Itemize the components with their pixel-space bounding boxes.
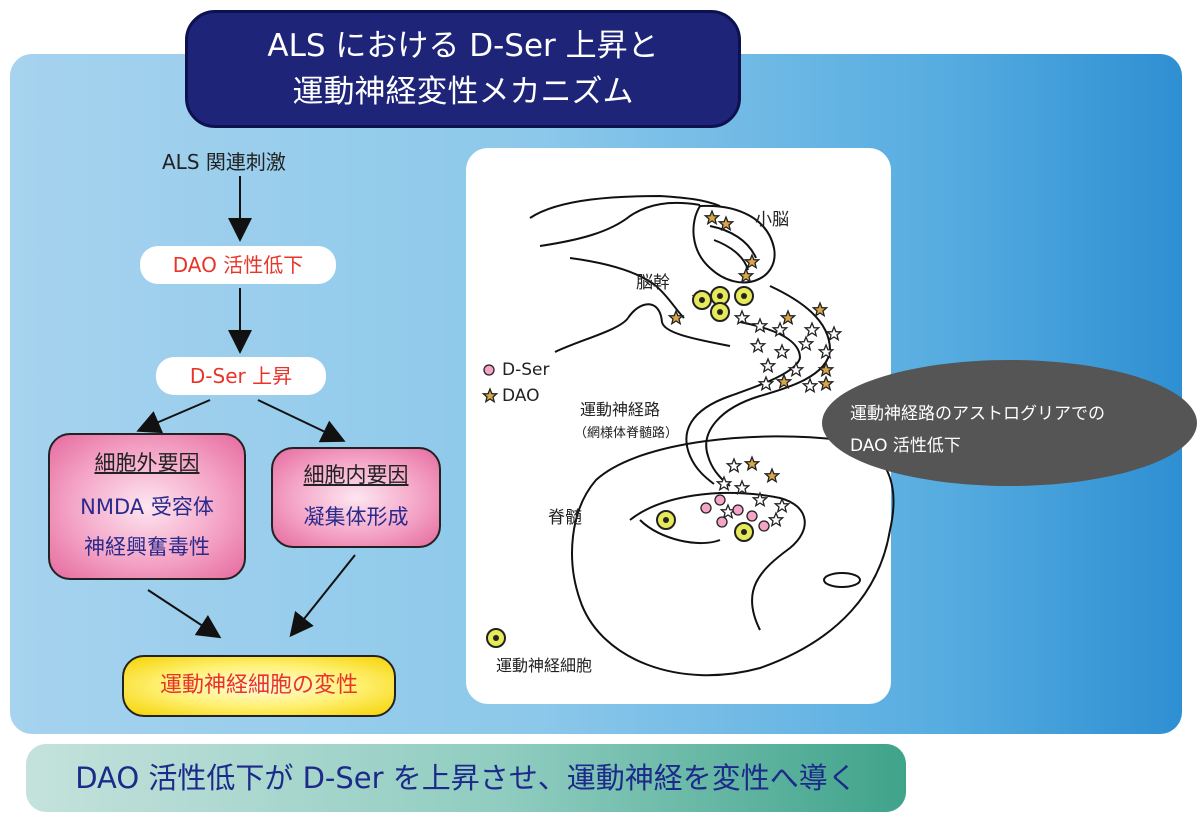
flow-start-label: ALS 関連刺激 — [162, 150, 286, 174]
flow-arrows — [136, 176, 356, 639]
cerebellum-label: 小脳 — [755, 210, 789, 230]
intracellular-line1: 凝集体形成 — [303, 505, 409, 529]
legend-dser-label: D-Ser — [502, 360, 550, 380]
callout-line2: DAO 活性低下 — [850, 436, 961, 456]
astroglia-callout: 運動神経路のアストログリアでの DAO 活性低下 — [822, 360, 1197, 486]
anatomy-panel — [466, 148, 891, 704]
extracellular-factor-box: 細胞外要因 NMDA 受容体 神経興奮毒性 — [48, 433, 246, 580]
legend-dao-label: DAO — [502, 386, 540, 406]
brainstem-label: 脳幹 — [636, 273, 670, 293]
intracellular-factor-box: 細胞内要因 凝集体形成 — [271, 447, 441, 548]
dser-increase-pill: D-Ser 上昇 — [156, 357, 326, 395]
brain-spinal-outline — [529, 194, 895, 677]
legend-dao-marker — [482, 388, 498, 403]
legend-motor-neuron-marker — [486, 628, 506, 648]
reticulospinal-tract-label: （網様体脊髄路） — [574, 426, 679, 441]
motor-tract-label: 運動神経路 — [580, 400, 661, 419]
dao-decrease-pill: DAO 活性低下 — [140, 246, 336, 284]
motor-neuron-degeneration-box: 運動神経細胞の変性 — [122, 655, 396, 717]
extracellular-line1: NMDA 受容体 — [80, 495, 214, 519]
legend-dser-marker — [483, 364, 495, 376]
summary-bar: DAO 活性低下が D-Ser を上昇させ、運動神経を変性へ導く — [26, 744, 906, 812]
extracellular-header: 細胞外要因 — [94, 451, 200, 475]
callout-line1: 運動神経路のアストログリアでの — [850, 404, 1105, 424]
title-line2: 運動神経変性メカニズム — [292, 74, 634, 110]
extracellular-line2: 神経興奮毒性 — [84, 535, 210, 559]
motor-neuron-label: 運動神経細胞 — [496, 656, 593, 675]
spinal-cord-label: 脊髄 — [548, 508, 582, 528]
title-line1: ALS における D-Ser 上昇と — [267, 28, 659, 64]
title-banner: ALS における D-Ser 上昇と 運動神経変性メカニズム — [185, 10, 741, 128]
intracellular-header: 細胞内要因 — [303, 463, 409, 487]
